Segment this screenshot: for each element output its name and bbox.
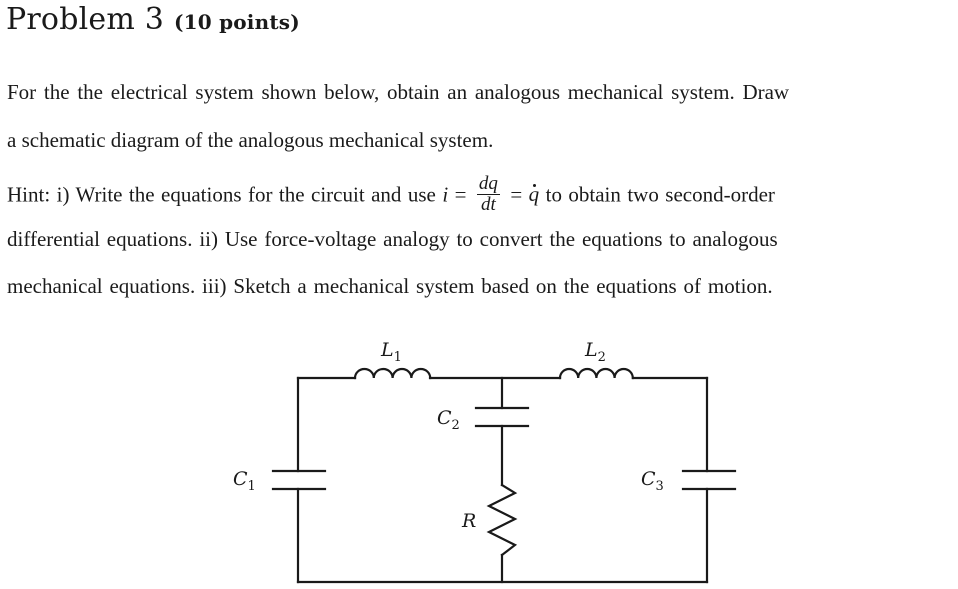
resistor-r-zigzag <box>486 483 518 557</box>
problem-text-line-2: a schematic diagram of the analogous mec… <box>7 128 494 152</box>
label-l1: L1 <box>380 339 402 365</box>
hint-line: Hint: i) Write the equations for the cir… <box>7 173 775 217</box>
label-c2: C2 <box>437 407 460 433</box>
problem-text-line-1: For the the electrical system shown belo… <box>7 80 790 104</box>
equals-sign-2: = <box>503 182 529 207</box>
fraction-denominator: dt <box>481 194 496 215</box>
problem-text-line-5: mechanical equations. iii) Sketch a mech… <box>7 274 773 298</box>
q-dot: q <box>528 182 540 207</box>
problem-text-line-4: differential equations. ii) Use force-vo… <box>7 227 778 251</box>
hint-suffix: to obtain two second-order <box>539 182 775 207</box>
current-variable: i <box>442 182 449 207</box>
problem-title: Problem 3 (10 points) <box>6 2 300 37</box>
fraction-numerator: dq <box>476 173 500 195</box>
label-r: R <box>461 510 476 532</box>
hint-prefix: Hint: i) Write the equations for the cir… <box>7 182 443 207</box>
equals-sign: = <box>448 182 473 207</box>
label-l2: L2 <box>584 339 606 365</box>
label-c3: C3 <box>641 468 664 494</box>
label-c1: C1 <box>233 468 256 494</box>
problem-points: (10 points) <box>174 10 300 34</box>
inductor-l1-coil <box>353 367 432 380</box>
inductor-l2-coil <box>558 367 634 380</box>
problem-title-text: Problem 3 <box>6 2 165 37</box>
